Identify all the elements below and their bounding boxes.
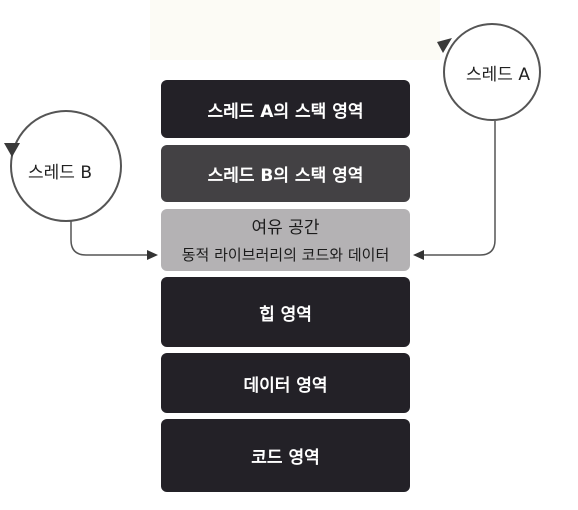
thread-a-stack-block: 스레드 A의 스택 영역 [161,80,410,138]
data-label: 데이터 영역 [243,375,328,396]
data-block: 데이터 영역 [161,353,410,413]
thread-a-stack-label: 스레드 A의 스택 영역 [207,101,364,122]
code-block: 코드 영역 [161,419,410,492]
thread-b-stack-label: 스레드 B의 스택 영역 [207,166,364,186]
thread-b-connector-arrow [147,250,158,260]
code-label: 코드 영역 [251,448,320,468]
thread-a-connector-arrow [413,250,424,260]
shared-libs-label: 동적 라이브러리의 코드와 데이터 [181,246,390,264]
free-space-label: 여유 공간 [251,218,320,238]
background-wash [150,0,440,60]
thread-a-arrowhead [437,38,452,53]
thread-a-circle [443,23,541,121]
heap-block: 힙 영역 [161,277,410,347]
thread-b-circle [10,110,122,222]
thread-b-connector [70,221,148,256]
thread-a-label: 스레드 A [466,65,530,85]
thread-b-label: 스레드 B [28,163,92,183]
thread-b-stack-block: 스레드 B의 스택 영역 [161,145,410,202]
free-space-block: 여유 공간 동적 라이브러리의 코드와 데이터 [161,209,410,271]
thread-a-connector [424,121,496,256]
thread-b-arrowhead [4,143,20,157]
heap-label: 힙 영역 [259,304,312,325]
